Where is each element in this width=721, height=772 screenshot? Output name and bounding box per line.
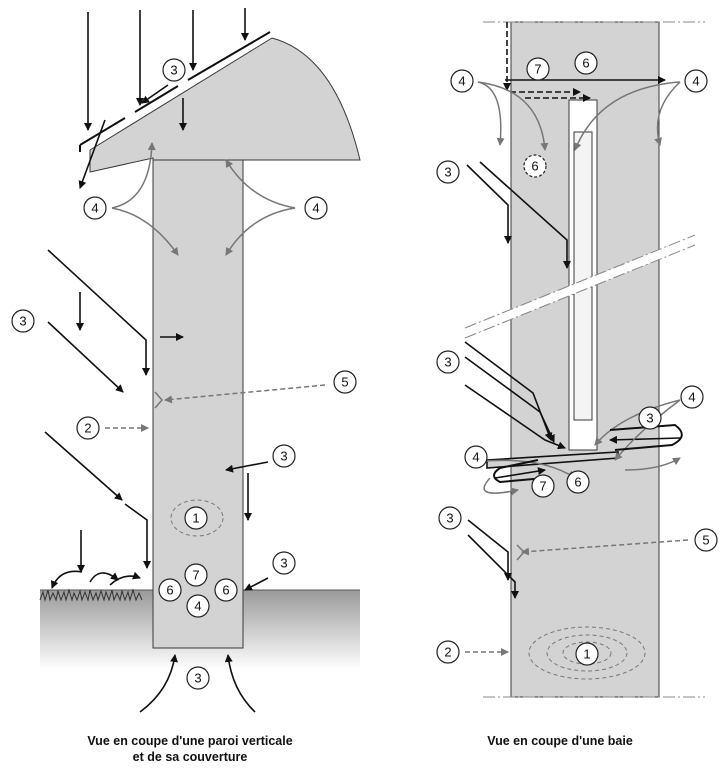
marker-circle: [531, 474, 555, 498]
marker-circle: [272, 444, 296, 468]
marker-label: 3: [280, 449, 287, 464]
marker-label: 3: [444, 165, 451, 180]
marker-circle: [575, 642, 599, 666]
marker-label: 6: [531, 159, 538, 174]
marker-label: 7: [539, 479, 546, 494]
marker-label: 2: [444, 645, 451, 660]
marker-label: 5: [341, 375, 348, 390]
marker-circle: [83, 196, 107, 220]
marker-circle: [162, 58, 186, 82]
marker-label: 4: [692, 74, 699, 89]
marker-label: 6: [222, 583, 229, 598]
left-capillary-arrows: [111, 142, 296, 256]
left-pressure-arrows: [105, 384, 326, 432]
marker-label: 4: [91, 201, 98, 216]
marker-circle: [523, 154, 547, 178]
sill-loop: [609, 423, 683, 451]
sill-loop-lower: [493, 459, 546, 484]
marker-circle: [158, 578, 182, 602]
marker-label: 3: [446, 511, 453, 526]
marker-label: 3: [646, 411, 653, 426]
left-caption-line2: et de sa couverture: [132, 750, 248, 764]
marker-label: 2: [84, 421, 91, 436]
marker-label: 3: [170, 63, 177, 78]
marker-circle: [304, 196, 328, 220]
marker-circle: [184, 506, 208, 530]
moisture-zone: [170, 499, 224, 537]
marker-circle: [638, 406, 662, 430]
marker-circle: [436, 160, 460, 184]
left-splash-arrows: [50, 570, 256, 713]
roof-covering: [89, 37, 361, 173]
marker-label: 6: [166, 583, 173, 598]
marker-circle: [186, 594, 210, 618]
marker-label: 6: [582, 56, 589, 71]
marker-label: 4: [194, 599, 201, 614]
right-pressure-arrows: [465, 539, 689, 656]
marker-circle: [436, 640, 460, 664]
marker-label: 3: [19, 314, 26, 329]
marker-label: 4: [458, 74, 465, 89]
marker-circle: [566, 470, 590, 494]
marker-circle: [574, 51, 598, 75]
marker-label: 4: [688, 390, 695, 405]
right-window-section: [464, 21, 705, 698]
marker-circle: [450, 69, 474, 93]
marker-circle: [11, 309, 35, 333]
marker-label: 1: [192, 511, 199, 526]
marker-label: 6: [574, 475, 581, 490]
marker-circle: [684, 69, 708, 93]
marker-circle: [694, 528, 718, 552]
left-caption: Vue en coupe d'une paroi verticale et de…: [40, 733, 340, 765]
marker-circle: [526, 57, 550, 81]
marker-circle: [214, 578, 238, 602]
right-dark-arrows: [464, 76, 681, 599]
marker-circle: [436, 350, 460, 374]
number-markers: 3 4 4 3 5 2 3 1 3 7 6 6 4 3 4 7 6 4 6 3 3 4 3 4 7 6 5 3 2 1: [11, 51, 718, 690]
right-caption: Vue en coupe d'une baie: [487, 734, 633, 748]
marker-label: 4: [312, 201, 319, 216]
marker-circle: [76, 416, 100, 440]
marker-circle: [438, 506, 462, 530]
marker-circle: [184, 563, 208, 587]
left-caption-line1: Vue en coupe d'une paroi verticale: [87, 734, 293, 748]
marker-label: 7: [192, 568, 199, 583]
marker-label: 5: [702, 533, 709, 548]
right-grey-arrows: [474, 81, 681, 496]
marker-label: 4: [472, 450, 479, 465]
marker-circle: [333, 370, 357, 394]
marker-circle: [464, 445, 488, 469]
window-glass: [573, 131, 593, 421]
marker-label: 3: [444, 355, 451, 370]
right-dashed-dark-arrows: [503, 22, 591, 102]
marker-circle: [680, 385, 704, 409]
marker-label: 3: [280, 556, 287, 571]
grass: [39, 588, 143, 602]
left-rain-arrows: [44, 8, 269, 591]
marker-label: 7: [534, 62, 541, 77]
marker-label: 1: [583, 647, 590, 662]
marker-circle: [272, 551, 296, 575]
marker-circle: [186, 666, 210, 690]
marker-label: 3: [194, 671, 201, 686]
